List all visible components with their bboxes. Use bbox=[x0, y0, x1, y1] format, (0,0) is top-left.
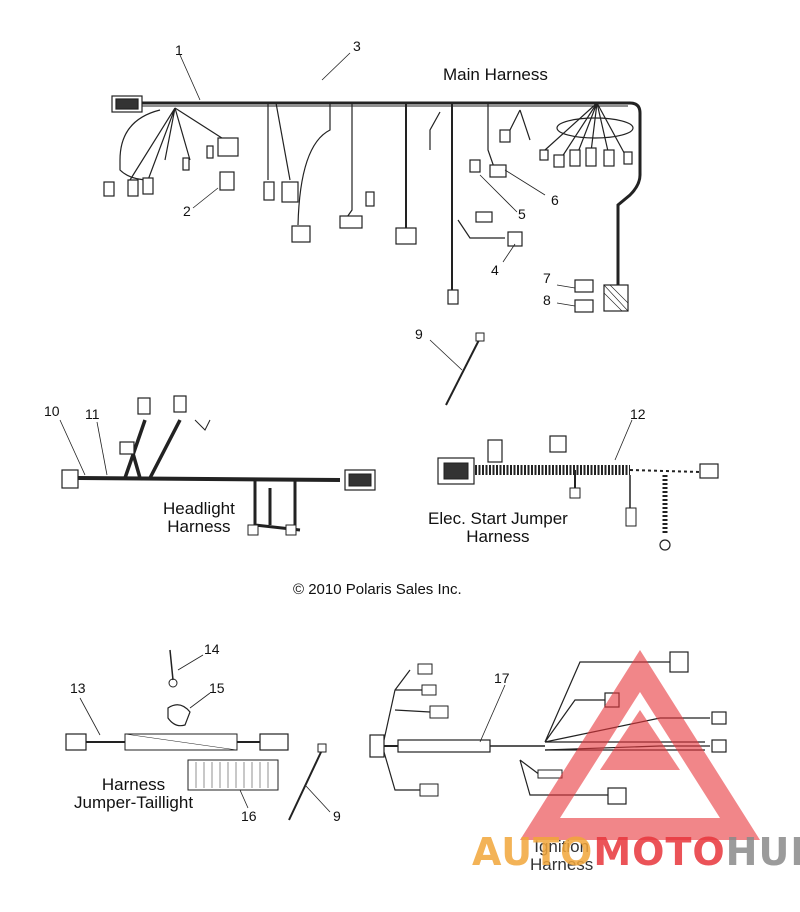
watermark-part-moto: MOTO bbox=[593, 830, 726, 874]
elec-start-harness-drawing bbox=[437, 419, 719, 551]
watermark-part-hub: HUB bbox=[725, 830, 800, 874]
callout-10: 10 bbox=[44, 403, 60, 419]
callout-2: 2 bbox=[183, 203, 191, 219]
headlight-harness-drawing bbox=[59, 395, 376, 536]
cable-tie-drawing bbox=[288, 332, 485, 821]
callout-13: 13 bbox=[70, 680, 86, 696]
taillight-harness-drawing bbox=[65, 649, 289, 809]
callout-9: 9 bbox=[415, 326, 423, 342]
copyright-text: © 2010 Polaris Sales Inc. bbox=[293, 581, 462, 598]
watermark-text: AUTOMOTOHUB bbox=[472, 830, 800, 874]
elec-start-harness-title: Elec. Start Jumper Harness bbox=[428, 509, 568, 546]
callout-15: 15 bbox=[209, 680, 225, 696]
watermark-logo bbox=[520, 650, 760, 840]
callout-4: 4 bbox=[491, 262, 499, 278]
main-harness-drawing bbox=[103, 52, 642, 313]
callout-14: 14 bbox=[204, 641, 220, 657]
callout-16: 16 bbox=[241, 808, 257, 824]
headlight-harness-title: Headlight Harness bbox=[163, 499, 235, 536]
callout-8: 8 bbox=[543, 292, 551, 308]
callout-11: 11 bbox=[85, 406, 100, 422]
callout-7: 7 bbox=[543, 270, 551, 286]
callout-3: 3 bbox=[353, 38, 361, 54]
watermark-part-auto: AUTO bbox=[472, 830, 594, 874]
taillight-harness-title: Harness Jumper-Taillight bbox=[74, 775, 194, 812]
main-harness-title: Main Harness bbox=[443, 65, 548, 84]
callout-17: 17 bbox=[494, 670, 510, 686]
ignition-harness-title: Ignition Harness bbox=[530, 837, 594, 874]
callout-12: 12 bbox=[630, 406, 646, 422]
callout-5: 5 bbox=[518, 206, 526, 222]
callout-6: 6 bbox=[551, 192, 559, 208]
callout-1: 1 bbox=[175, 42, 183, 58]
callout-9-lower: 9 bbox=[333, 808, 341, 824]
